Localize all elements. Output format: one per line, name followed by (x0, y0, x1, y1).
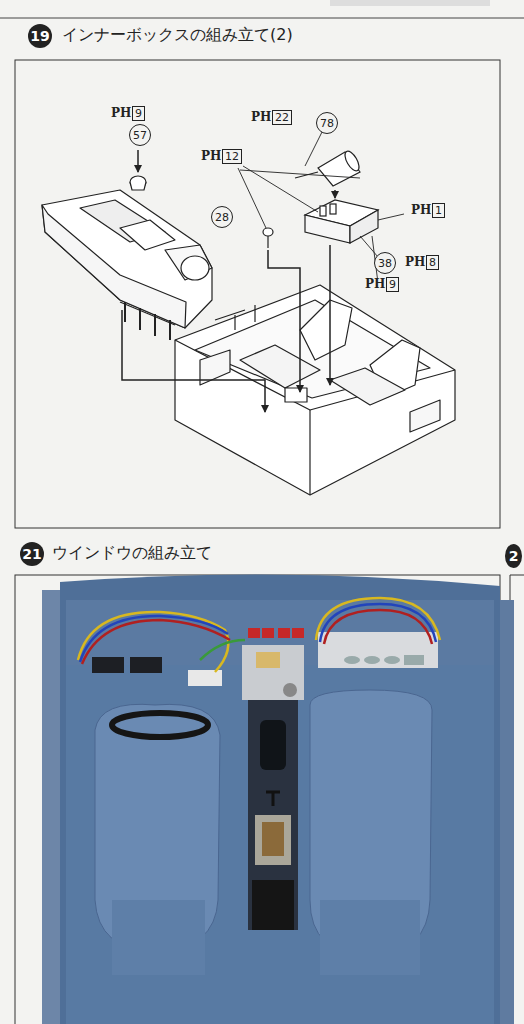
sheet-number-box: 8 (426, 255, 439, 270)
step-title: インナーボックスの組み立て(2) (62, 27, 293, 43)
callout-number: 78 (316, 112, 338, 134)
sheet-number-box: 1 (432, 203, 445, 218)
callout-number: 38 (374, 252, 396, 274)
step-title: ウインドウの組み立て (52, 545, 212, 561)
callout-number: 57 (129, 124, 151, 146)
sheet-number-box: 12 (222, 149, 242, 164)
step-number: 2 (505, 544, 522, 568)
sheet-number-box: 22 (272, 110, 292, 125)
part-sheet-code: PH (200, 150, 222, 162)
part-sheet-code: PH (404, 256, 426, 268)
callout-number: 28 (211, 206, 233, 228)
step-number: 21 (20, 542, 44, 566)
part-sheet-code: PH (364, 278, 386, 290)
part-sheet-code: PH (410, 204, 432, 216)
part-sheet-code: PH (110, 107, 132, 119)
step-number: 19 (28, 24, 52, 48)
part-sheet-code: PH (250, 111, 272, 123)
sheet-number-box: 9 (386, 277, 399, 292)
sheet-number-box: 9 (132, 106, 145, 121)
